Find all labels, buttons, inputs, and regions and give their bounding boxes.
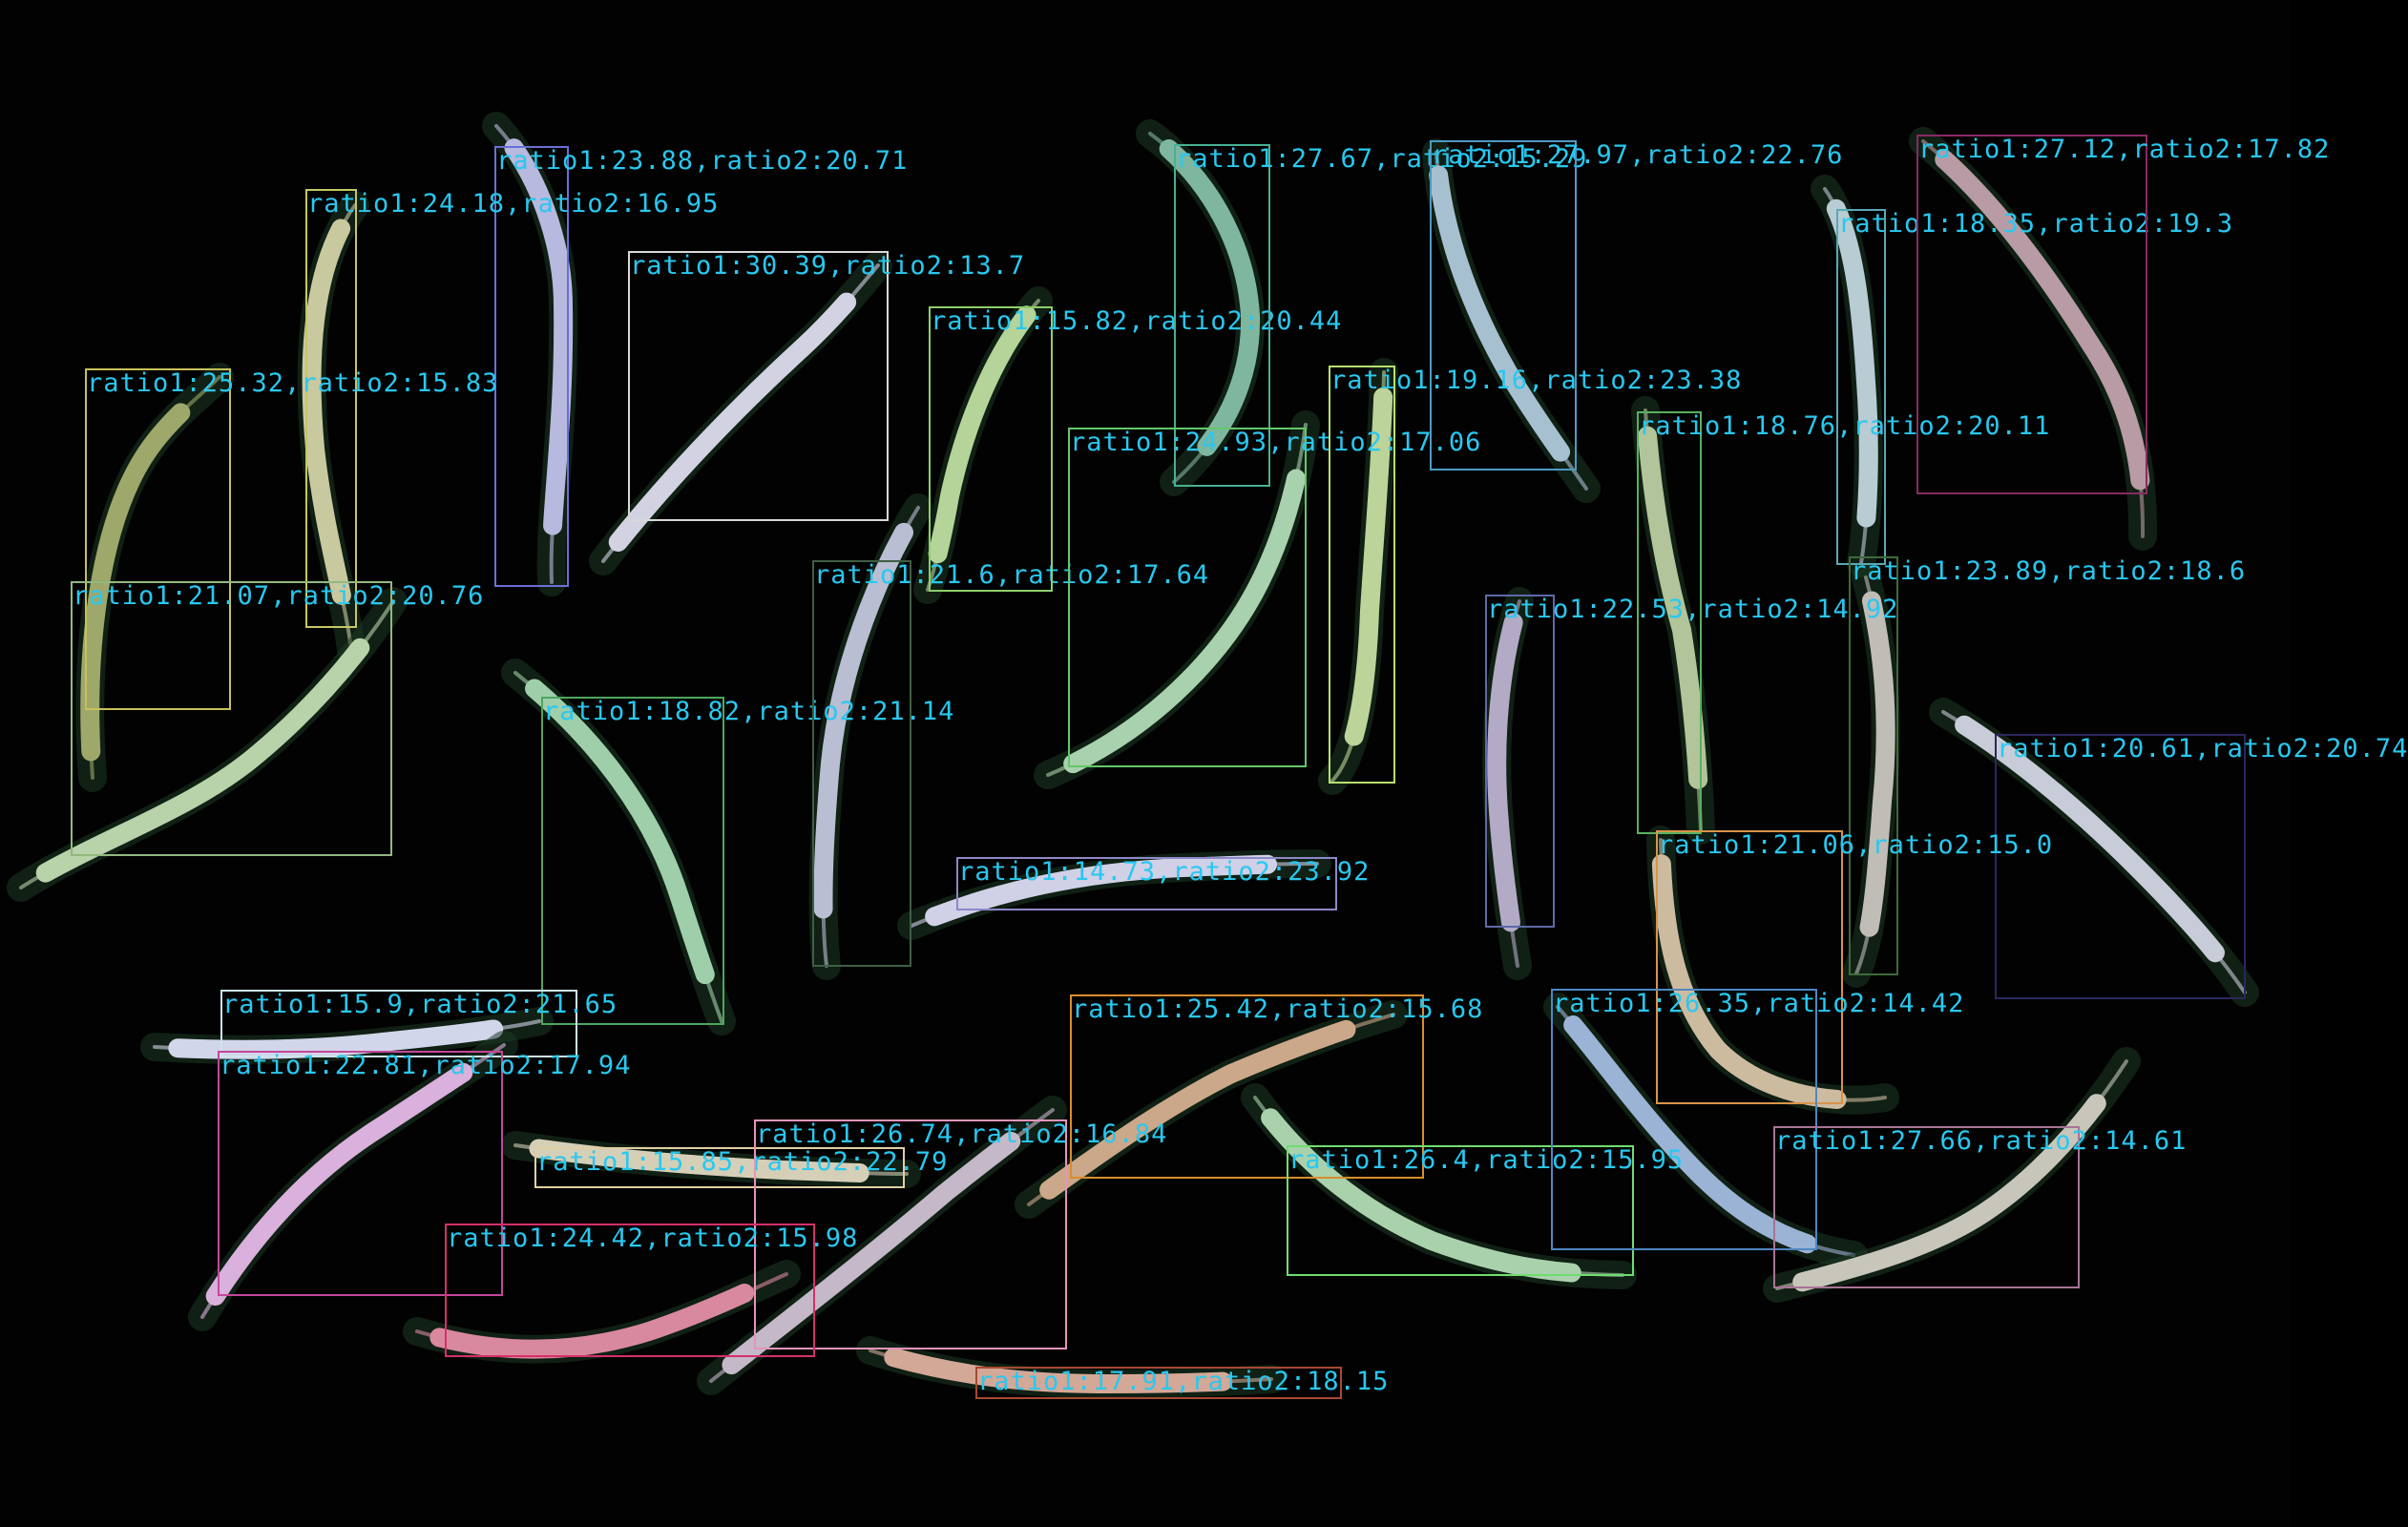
seed-pod <box>697 1096 1067 1395</box>
detection-label: ratio1:26.74,ratio2:16.84 <box>756 1119 1168 1149</box>
detection-box: ratio1:22.53,ratio2:14.92 <box>1485 595 1897 928</box>
detection-label: ratio1:20.61,ratio2:20.74 <box>1997 734 2408 764</box>
detection-box: ratio1:25.32,ratio2:15.83 <box>85 368 497 710</box>
seed-pod <box>1241 1083 1637 1289</box>
detection-label: ratio1:25.42,ratio2:15.68 <box>1072 994 1484 1024</box>
detection-box: ratio1:18.82,ratio2:21.14 <box>541 697 953 1025</box>
detection-label: ratio1:25.32,ratio2:15.83 <box>87 368 499 398</box>
detection-label: ratio1:15.82,ratio2:20.44 <box>931 306 1343 336</box>
detection-box: ratio1:21.07,ratio2:20.76 <box>71 581 483 856</box>
detection-box: ratio1:15.9,ratio2:21.65 <box>220 990 617 1057</box>
detection-box: ratio1:18.35,ratio2:19.3 <box>1836 209 2232 565</box>
detection-label: ratio1:27.97,ratio2:22.76 <box>1432 140 1844 170</box>
detection-box: ratio1:23.88,ratio2:20.71 <box>494 146 907 587</box>
detection-label: ratio1:15.85,ratio2:22.79 <box>536 1147 949 1177</box>
detection-box: ratio1:24.42,ratio2:15.98 <box>445 1224 857 1357</box>
detection-label: ratio1:26.35,ratio2:14.42 <box>1553 989 1965 1018</box>
seed-pod <box>297 191 369 663</box>
seed-pod <box>7 587 408 902</box>
detection-label: ratio1:21.06,ratio2:15.0 <box>1658 830 2054 860</box>
detection-box: ratio1:21.6,ratio2:17.64 <box>812 560 1208 967</box>
detection-label: ratio1:27.66,ratio2:14.61 <box>1775 1126 2188 1156</box>
seed-pod <box>589 251 892 575</box>
detection-box: ratio1:15.82,ratio2:20.44 <box>929 306 1341 592</box>
detection-label: ratio1:21.6,ratio2:17.64 <box>814 560 1210 590</box>
detection-box: ratio1:27.12,ratio2:17.82 <box>1916 135 2329 494</box>
detection-box: ratio1:24.18,ratio2:16.95 <box>305 189 718 628</box>
detection-box: ratio1:26.35,ratio2:14.42 <box>1551 989 1963 1250</box>
seed-pod <box>1543 993 1868 1269</box>
seed-pod <box>1909 127 2158 551</box>
seed-pods-layer <box>7 112 2259 1399</box>
detection-box: ratio1:21.06,ratio2:15.0 <box>1656 830 2052 1104</box>
seed-pod <box>1136 119 1266 496</box>
detection-label: ratio1:30.39,ratio2:13.7 <box>630 251 1026 281</box>
detection-box: ratio1:20.61,ratio2:20.74 <box>1995 734 2407 999</box>
seed-pod <box>856 1336 1286 1399</box>
detection-label: ratio1:27.12,ratio2:17.82 <box>1918 135 2331 164</box>
detection-box: ratio1:27.97,ratio2:22.76 <box>1430 140 1842 471</box>
detection-label: ratio1:26.4,ratio2:15.95 <box>1288 1145 1685 1175</box>
seed-pod <box>1811 175 1883 577</box>
detection-label: ratio1:24.18,ratio2:16.95 <box>307 189 720 219</box>
detection-image: ratio1:23.88,ratio2:20.71 ratio1:24.18,r… <box>7 112 2408 1399</box>
detection-label: ratio1:24.42,ratio2:15.98 <box>447 1224 859 1253</box>
detection-box: ratio1:15.85,ratio2:22.79 <box>534 1147 947 1188</box>
seed-pod <box>1318 358 1398 795</box>
seed-pod <box>403 1260 801 1364</box>
detection-label: ratio1:27.67,ratio2:15.29 <box>1176 144 1588 174</box>
seed-pod <box>501 1131 921 1188</box>
detection-overlay: ratio1:23.88,ratio2:20.71 ratio1:24.18,r… <box>71 135 2407 1399</box>
detection-box: ratio1:25.42,ratio2:15.68 <box>1070 994 1482 1179</box>
seed-pod <box>1929 698 2259 1007</box>
detection-label: ratio1:14.73,ratio2:23.92 <box>958 857 1371 887</box>
seed-pod <box>75 363 234 792</box>
detection-box: ratio1:22.81,ratio2:17.94 <box>218 1051 630 1296</box>
seed-pod <box>913 286 1053 604</box>
detection-label: ratio1:24.93,ratio2:17.06 <box>1070 428 1482 457</box>
detection-box: ratio1:14.73,ratio2:23.92 <box>956 857 1369 910</box>
detection-box: ratio1:24.93,ratio2:17.06 <box>1068 428 1480 767</box>
detection-label: ratio1:21.07,ratio2:20.76 <box>73 581 485 611</box>
detection-box: ratio1:27.67,ratio2:15.29 <box>1174 144 1586 487</box>
seed-pod <box>188 1031 518 1331</box>
seed-pod <box>1034 410 1320 789</box>
detection-label: ratio1:22.53,ratio2:14.92 <box>1487 595 1899 624</box>
seed-pod <box>140 1007 554 1064</box>
detection-box: ratio1:30.39,ratio2:13.7 <box>628 251 1024 521</box>
detection-box: ratio1:19.16,ratio2:23.38 <box>1329 366 1741 784</box>
detection-box: ratio1:26.4,ratio2:15.95 <box>1287 1145 1683 1276</box>
detection-label: ratio1:18.35,ratio2:19.3 <box>1838 209 2234 239</box>
detection-box: ratio1:18.76,ratio2:20.11 <box>1637 411 2049 834</box>
seed-pod <box>1763 1047 2141 1303</box>
seed-pod <box>1631 396 1715 845</box>
seed-pod <box>1646 826 1899 1115</box>
detection-label: ratio1:15.9,ratio2:21.65 <box>222 990 618 1019</box>
detection-box: ratio1:26.74,ratio2:16.84 <box>754 1119 1166 1349</box>
seed-pod <box>501 659 736 1035</box>
detection-label: ratio1:19.16,ratio2:23.38 <box>1330 366 1743 395</box>
detection-box: ratio1:17.91,ratio2:18.15 <box>975 1367 1388 1399</box>
detection-label: ratio1:22.81,ratio2:17.94 <box>220 1051 632 1080</box>
seed-pod <box>1015 1000 1408 1219</box>
detection-box: ratio1:27.66,ratio2:14.61 <box>1773 1126 2186 1288</box>
seed-pod <box>482 112 578 596</box>
seed-pod <box>1842 563 1900 988</box>
detection-label: ratio1:18.82,ratio2:21.14 <box>543 697 955 726</box>
seed-pod <box>897 849 1331 940</box>
seed-pod <box>1422 138 1601 503</box>
detection-label: ratio1:23.88,ratio2:20.71 <box>496 146 909 176</box>
detection-label: ratio1:17.91,ratio2:18.15 <box>977 1367 1390 1396</box>
detection-label: ratio1:18.76,ratio2:20.11 <box>1639 411 2051 441</box>
seed-pod <box>808 493 932 980</box>
detection-label: ratio1:23.89,ratio2:18.6 <box>1851 556 2247 586</box>
detection-box: ratio1:23.89,ratio2:18.6 <box>1849 556 2245 975</box>
